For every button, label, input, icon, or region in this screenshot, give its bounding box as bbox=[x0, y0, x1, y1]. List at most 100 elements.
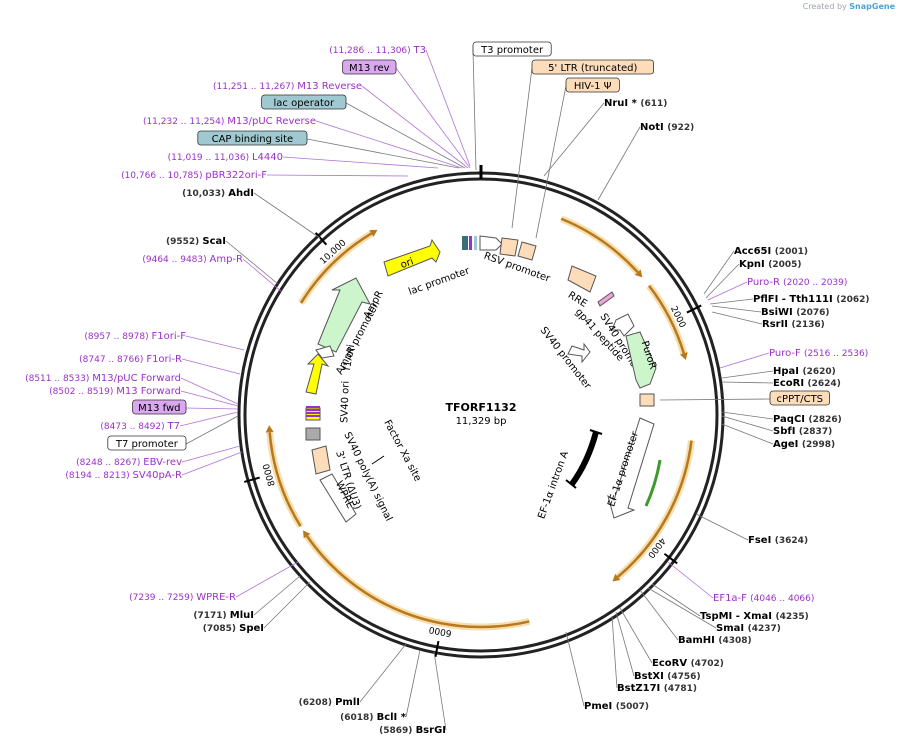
label-sv40pa-r: (8194 .. 8213) SV40pA-R bbox=[65, 470, 182, 481]
label-text: PaqCI bbox=[773, 414, 809, 425]
label-pos: (2826) bbox=[809, 415, 842, 425]
leader bbox=[433, 651, 447, 731]
label-text: SV40pA-R bbox=[133, 470, 182, 481]
leader bbox=[185, 407, 239, 410]
leader bbox=[181, 451, 243, 476]
leader bbox=[695, 513, 749, 541]
label-text: AgeI bbox=[773, 439, 802, 450]
intron-cap-2 bbox=[565, 479, 577, 489]
label-smai: SmaI (4237) bbox=[716, 623, 781, 634]
label-pos: (7085) bbox=[203, 624, 239, 634]
label-text: PmlI bbox=[335, 697, 360, 708]
leader bbox=[225, 240, 279, 285]
leader bbox=[721, 411, 774, 420]
label-box bbox=[132, 399, 187, 415]
rsv-promoter-label: RSV promoter bbox=[482, 251, 552, 285]
orf-arrow-halo bbox=[559, 215, 641, 275]
label-pos: (4781) bbox=[664, 684, 697, 694]
leader bbox=[721, 423, 774, 445]
intron-cap-1 bbox=[589, 429, 603, 435]
label-text: BamHI (4308) bbox=[678, 635, 752, 646]
leader bbox=[253, 192, 321, 239]
label-text: BstZ17I (4781) bbox=[617, 683, 697, 694]
label-pflfi: PflFI - Tth111I (2062) bbox=[753, 294, 870, 305]
label-pos: (9552) bbox=[166, 237, 202, 247]
label-pos: (2076) bbox=[796, 308, 829, 318]
sv40-ori-label: SV40 ori bbox=[339, 381, 351, 423]
label-text: T7 promoter bbox=[115, 439, 179, 450]
label-text: (11,251 .. 11,267) M13 Reverse bbox=[213, 81, 362, 92]
label-text: EF1a-F (4046 .. 4066) bbox=[713, 593, 814, 604]
label-f1ori-r: (8747 .. 8766) F1ori-R bbox=[79, 354, 182, 365]
ltr-5-block bbox=[499, 237, 519, 257]
label-pbr322ori-f: (10,766 .. 10,785) pBR322ori-F bbox=[121, 170, 267, 181]
label-pos: (7239 .. 7259) bbox=[129, 593, 196, 603]
orf-arrows bbox=[265, 215, 695, 631]
label-text: AhdI bbox=[228, 188, 254, 199]
leader bbox=[597, 126, 641, 201]
leader bbox=[306, 138, 460, 169]
leader bbox=[711, 305, 762, 313]
label-m13-puc-forward: (8511 .. 8533) M13/pUC Forward bbox=[25, 373, 181, 384]
label-text: cPPT/CTS bbox=[777, 394, 823, 405]
leader bbox=[719, 352, 770, 369]
label-text: M13/pUC Reverse bbox=[227, 116, 316, 127]
label-text: (9552) ScaI bbox=[166, 236, 226, 247]
leader bbox=[361, 85, 469, 169]
label-bstz17i: BstZ17I (4781) bbox=[617, 683, 697, 694]
label-t7: (8473 .. 8492) T7 bbox=[100, 421, 180, 432]
label-pos: (2062) bbox=[836, 295, 869, 305]
leader bbox=[179, 411, 239, 427]
leader bbox=[282, 156, 439, 169]
label-pos: (4308) bbox=[718, 636, 751, 646]
tick-2000 bbox=[686, 304, 702, 314]
rre-label: RRE bbox=[566, 290, 589, 310]
label-text: NotI bbox=[640, 122, 667, 133]
orf-arrow-1 bbox=[648, 284, 686, 354]
label-agei: AgeI (2998) bbox=[773, 439, 835, 450]
leader bbox=[511, 67, 533, 229]
lac-promoter-label: lac promoter bbox=[407, 265, 472, 298]
label-pos: (2624) bbox=[808, 379, 841, 389]
label-text: lac operator bbox=[274, 98, 335, 109]
label-pmei: PmeI (5007) bbox=[584, 701, 649, 712]
orf-arrow-head bbox=[369, 229, 378, 237]
label-text: (11,232 .. 11,254) M13/pUC Reverse bbox=[143, 116, 316, 127]
label-l4440: (11,019 .. 11,036) L4440 bbox=[168, 152, 283, 163]
leader bbox=[667, 561, 714, 599]
label-pos: (2998) bbox=[802, 440, 835, 450]
cppt-block bbox=[639, 393, 655, 407]
orf-arrow-2 bbox=[616, 440, 693, 578]
label-text: SpeI bbox=[239, 623, 264, 634]
label-text: (7239 .. 7259) WPRE-R bbox=[129, 592, 236, 603]
tick-8000 bbox=[244, 476, 260, 483]
leader bbox=[405, 649, 421, 718]
leader bbox=[253, 575, 301, 616]
label-leaders bbox=[179, 49, 774, 731]
label-text: T3 promoter bbox=[480, 45, 544, 56]
label-text: HpaI (2620) bbox=[773, 366, 836, 377]
label-pos: (3624) bbox=[775, 536, 808, 546]
left-primer-stack-2 bbox=[306, 412, 320, 414]
leader bbox=[180, 390, 239, 407]
label-ecori: EcoRI (2624) bbox=[773, 378, 841, 389]
leader bbox=[611, 615, 618, 689]
label-extra: XmaI bbox=[743, 611, 775, 622]
label-text: EF1a-F bbox=[713, 593, 750, 604]
label-text: PmeI bbox=[584, 701, 616, 712]
orf-arrow-head bbox=[634, 269, 643, 278]
leader bbox=[709, 298, 754, 305]
rre-block bbox=[567, 265, 597, 293]
label-text: BstXI (4756) bbox=[634, 671, 701, 682]
label-nrui-: NruI * (611) bbox=[604, 98, 667, 109]
label-text: RsrII bbox=[762, 319, 792, 330]
rsv-promoter-block bbox=[479, 235, 503, 251]
leader bbox=[425, 49, 471, 167]
f1-ori-label: f1 ori bbox=[342, 344, 357, 372]
leader bbox=[721, 415, 774, 432]
ef1a-promoter-block bbox=[607, 417, 655, 519]
label-pos: (9464 .. 9483) bbox=[142, 255, 209, 265]
label-text: (7085) SpeI bbox=[203, 623, 264, 634]
leader bbox=[535, 85, 567, 239]
label-text: F1ori-F bbox=[152, 331, 187, 342]
